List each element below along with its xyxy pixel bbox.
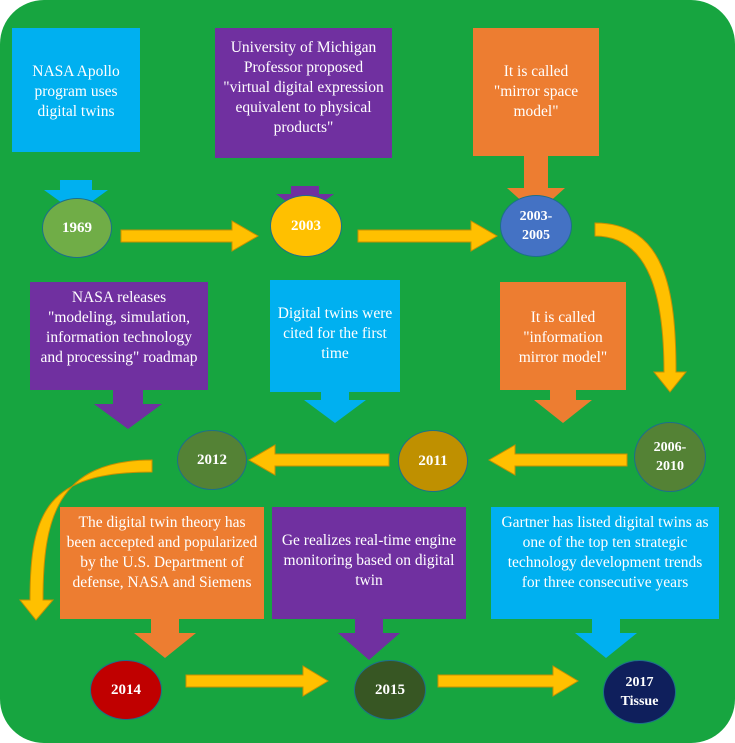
callout-pointer xyxy=(338,619,400,660)
year-node-2006-2010: 2006- 2010 xyxy=(634,422,706,492)
callout-box: Digital twins were cited for the first t… xyxy=(270,280,400,392)
arrow-2011-to-2012 xyxy=(247,444,390,476)
callout-pointer xyxy=(575,619,637,658)
callout-box: Gartner has listed digital twins as one … xyxy=(491,507,719,619)
callout-box: NASA Apollo program uses digital twins xyxy=(12,28,140,152)
year-node-2014: 2014 xyxy=(90,660,162,720)
arrow-curve-to-2006 xyxy=(594,222,688,393)
year-node-2011: 2011 xyxy=(398,430,468,492)
callout-box: NASA releases "modeling, simulation, inf… xyxy=(30,282,208,390)
year-node-2017: 2017 Tissue xyxy=(603,660,676,724)
arrow-2003-to-2005 xyxy=(357,220,499,252)
callout-box: The digital twin theory has been accepte… xyxy=(60,507,264,619)
callout-box: It is called "information mirror model" xyxy=(500,282,626,390)
arrow-1969-to-2003 xyxy=(120,220,260,252)
callout-box: University of Michigan Professor propose… xyxy=(215,28,392,158)
arrow-2014-to-2015 xyxy=(185,665,329,697)
callout-pointer xyxy=(44,180,108,213)
callout-box: It is called "mirror space model" xyxy=(473,28,599,156)
arrow-curve-to-2014 xyxy=(18,459,153,621)
callout-pointer xyxy=(534,390,592,423)
arrow-2010-to-2011 xyxy=(487,444,628,476)
year-node-1969: 1969 xyxy=(42,198,112,258)
callout-pointer xyxy=(304,392,366,423)
year-node-2003-2005: 2003- 2005 xyxy=(500,195,572,257)
year-node-2003: 2003 xyxy=(270,195,342,257)
callout-box: Ge realizes real-time engine monitoring … xyxy=(272,507,466,619)
arrow-2015-to-2017 xyxy=(437,665,579,697)
callout-pointer xyxy=(134,619,196,658)
year-node-2015: 2015 xyxy=(354,660,426,720)
callout-pointer xyxy=(94,390,162,429)
year-node-2012: 2012 xyxy=(177,430,247,490)
